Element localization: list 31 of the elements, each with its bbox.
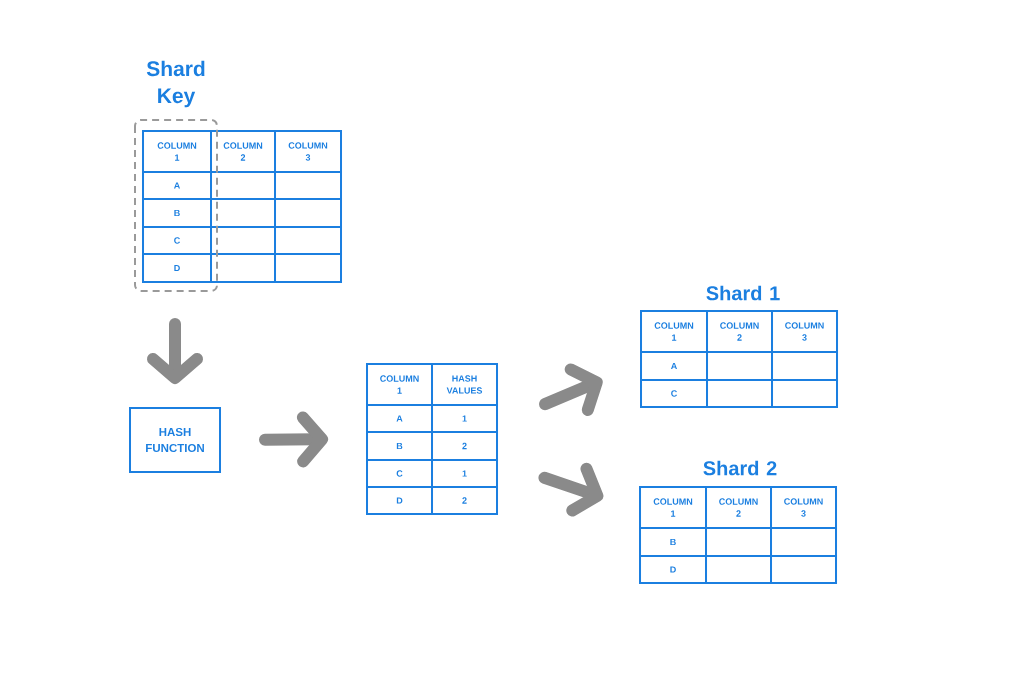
table-cell: A [142,171,212,200]
table-cell: 2 [431,431,498,461]
table-cell: B [142,198,212,228]
process-box: HASH FUNCTION [129,407,221,473]
table-cell: C [142,226,212,255]
header-cell: COLUMN 1 [639,486,707,529]
header-cell: HASH VALUES [431,363,498,406]
table-cell: D [142,253,212,283]
table-cell: 1 [431,459,498,488]
header-cell: COLUMN 2 [706,310,773,353]
table-cell: A [640,351,708,381]
header-cell: COLUMN 3 [770,486,837,529]
table-cell: 2 [431,486,498,515]
header-cell: COLUMN 3 [274,130,342,173]
table-cell: B [366,431,433,461]
header-cell: COLUMN 1 [366,363,433,406]
header-cell: COLUMN 2 [210,130,276,173]
table-cell: C [640,379,708,408]
table-cell: 1 [431,404,498,433]
table-cell: A [366,404,433,433]
header-cell: COLUMN 1 [640,310,708,353]
header-cell: COLUMN 1 [142,130,212,173]
heading: Shard Key [146,60,205,108]
table-cell: D [366,486,433,515]
heading: Shard 2 [703,460,777,476]
table-cell: D [639,555,707,584]
heading: Shard 1 [706,285,780,301]
table-cell: C [366,459,433,488]
table-cell: B [639,527,707,557]
header-cell: COLUMN 2 [705,486,772,529]
header-cell: COLUMN 3 [771,310,838,353]
